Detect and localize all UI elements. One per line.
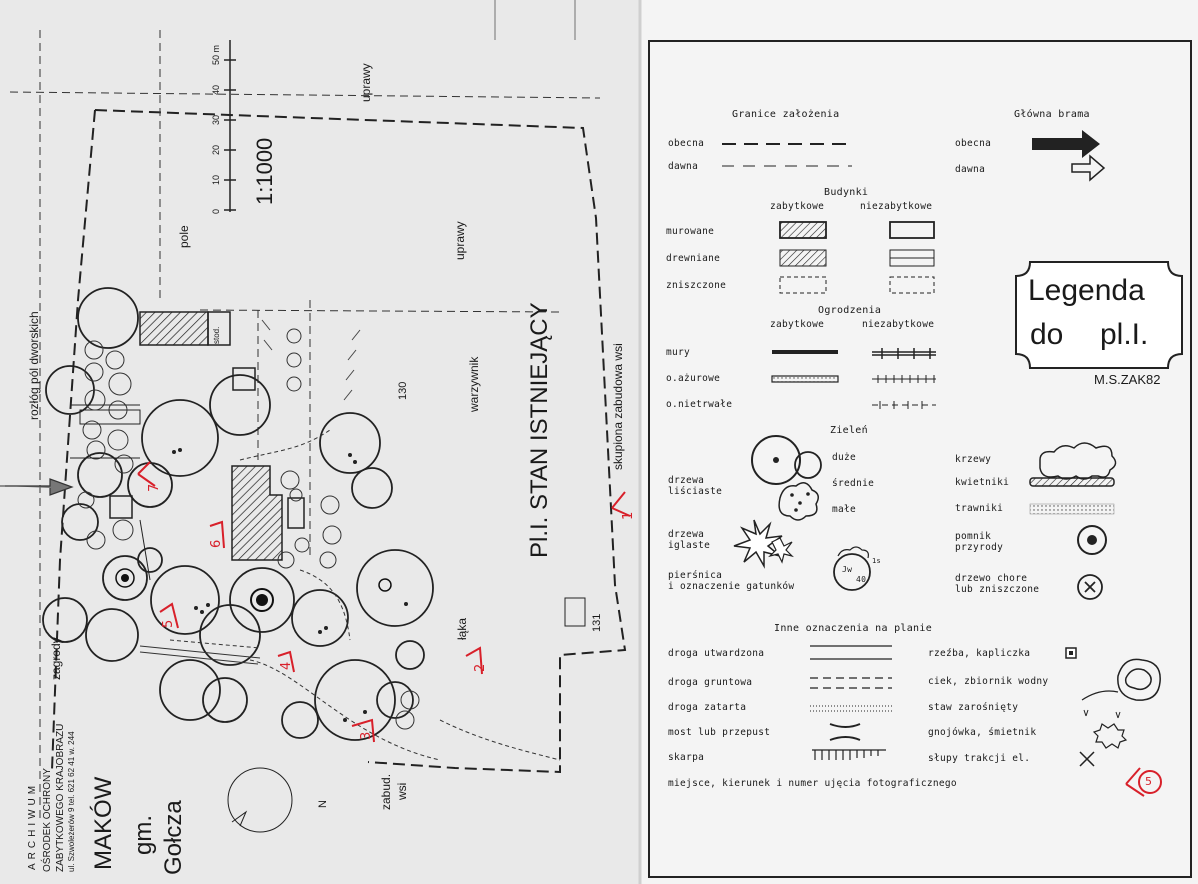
monument-tree-symbol (256, 594, 268, 606)
zielen-trawniki: trawniki (955, 503, 1004, 514)
legend-box-line3: pl.I. (1100, 318, 1149, 351)
buildings (79, 311, 586, 627)
inne-droga-zatarta: droga zatarta (668, 702, 747, 713)
trees (42, 287, 434, 833)
zielen-iglaste-2: iglaste (668, 540, 711, 551)
zielen-piersnica-1: pierśnica (668, 570, 723, 581)
ogrodzenia-col1: zabytkowe (770, 319, 825, 330)
zielen-srednie: średnie (832, 478, 875, 489)
brama-dawna: dawna (955, 164, 986, 175)
inne-skarpa: skarpa (668, 752, 705, 763)
granice-heading: Granice założenia (732, 109, 840, 120)
budynki-row-drewniane: drewniane (666, 253, 721, 264)
ogrodzenia-heading: Ogrodzenia (818, 305, 882, 316)
ogrodzenia-col2: niezabytkowe (862, 319, 935, 330)
zielen-duze: duże (832, 452, 857, 463)
zielen-pomnik-2: przyrody (955, 542, 1004, 553)
zielen-tree-code: Jw (842, 565, 853, 574)
inne-miejsce: miejsce, kierunek i numer ujęcia fotogra… (668, 778, 957, 789)
inne-heading: Inne oznaczenia na planie (774, 623, 933, 634)
ogrodzenia-row-azurowe: o.ażurowe (666, 373, 721, 384)
zielen-kwietniki: kwietniki (955, 477, 1010, 488)
inne-gnojowka: gnojówka, śmietnik (928, 727, 1037, 738)
photo-markers (137, 461, 631, 743)
budynki-heading: Budynki (824, 187, 869, 198)
brama-obecna: obecna (955, 138, 992, 149)
scale-bar (224, 40, 236, 212)
zielen-iglaste-1: drzewa (668, 529, 705, 540)
main-gate-arrow (5, 478, 74, 496)
inne-most: most lub przepust (668, 727, 771, 738)
brama-heading: Główna brama (1014, 109, 1090, 120)
zielen-male: małe (832, 504, 857, 515)
inne-rzezba: rzeźba, kapliczka (928, 648, 1031, 659)
inne-slupy: słupy trakcji el. (928, 753, 1031, 764)
zielen-krzewy: krzewy (955, 454, 992, 465)
zielen-piersnica-2: i oznaczenie gatunków (668, 581, 795, 592)
inne-photo-number: 5 (1145, 775, 1152, 788)
ogrodzenia-row-nietrwale: o.nietrwałe (666, 399, 733, 410)
granice-dawna: dawna (668, 161, 699, 172)
ogrodzenia-row-mury: mury (666, 347, 691, 358)
budynki-row-zniszczone: zniszczone (666, 280, 727, 291)
inne-staw: staw zarośnięty (928, 702, 1019, 713)
inne-droga-gruntowa: droga gruntowa (668, 677, 753, 688)
property-boundary (51, 109, 627, 774)
zielen-lisciaste-1: drzewa (668, 475, 705, 486)
budynki-col1: zabytkowe (770, 201, 825, 212)
zielen-tree-count: 1s (872, 557, 882, 565)
legend-frame (648, 40, 1192, 878)
zielen-chore-1: drzewo chore (955, 573, 1028, 584)
legend-box-line1: Legenda (1028, 274, 1145, 307)
zielen-tree-size: 40 (856, 575, 867, 584)
granice-obecna: obecna (668, 138, 705, 149)
zielen-lisciaste-2: liściaste (668, 486, 723, 497)
legend-box-line2: do (1030, 318, 1064, 351)
inne-droga-utwardzona: droga utwardzona (668, 648, 765, 659)
zielen-pomnik-1: pomnik (955, 531, 992, 542)
zielen-chore-2: lub zniszczone (955, 584, 1040, 595)
budynki-row-murowane: murowane (666, 226, 715, 237)
zielen-heading: Zieleń (830, 425, 868, 436)
inne-ciek: ciek, zbiornik wodny (928, 676, 1049, 687)
legend-author: M.S.ZAK82 (1094, 372, 1161, 387)
budynki-col2: niezabytkowe (860, 201, 933, 212)
